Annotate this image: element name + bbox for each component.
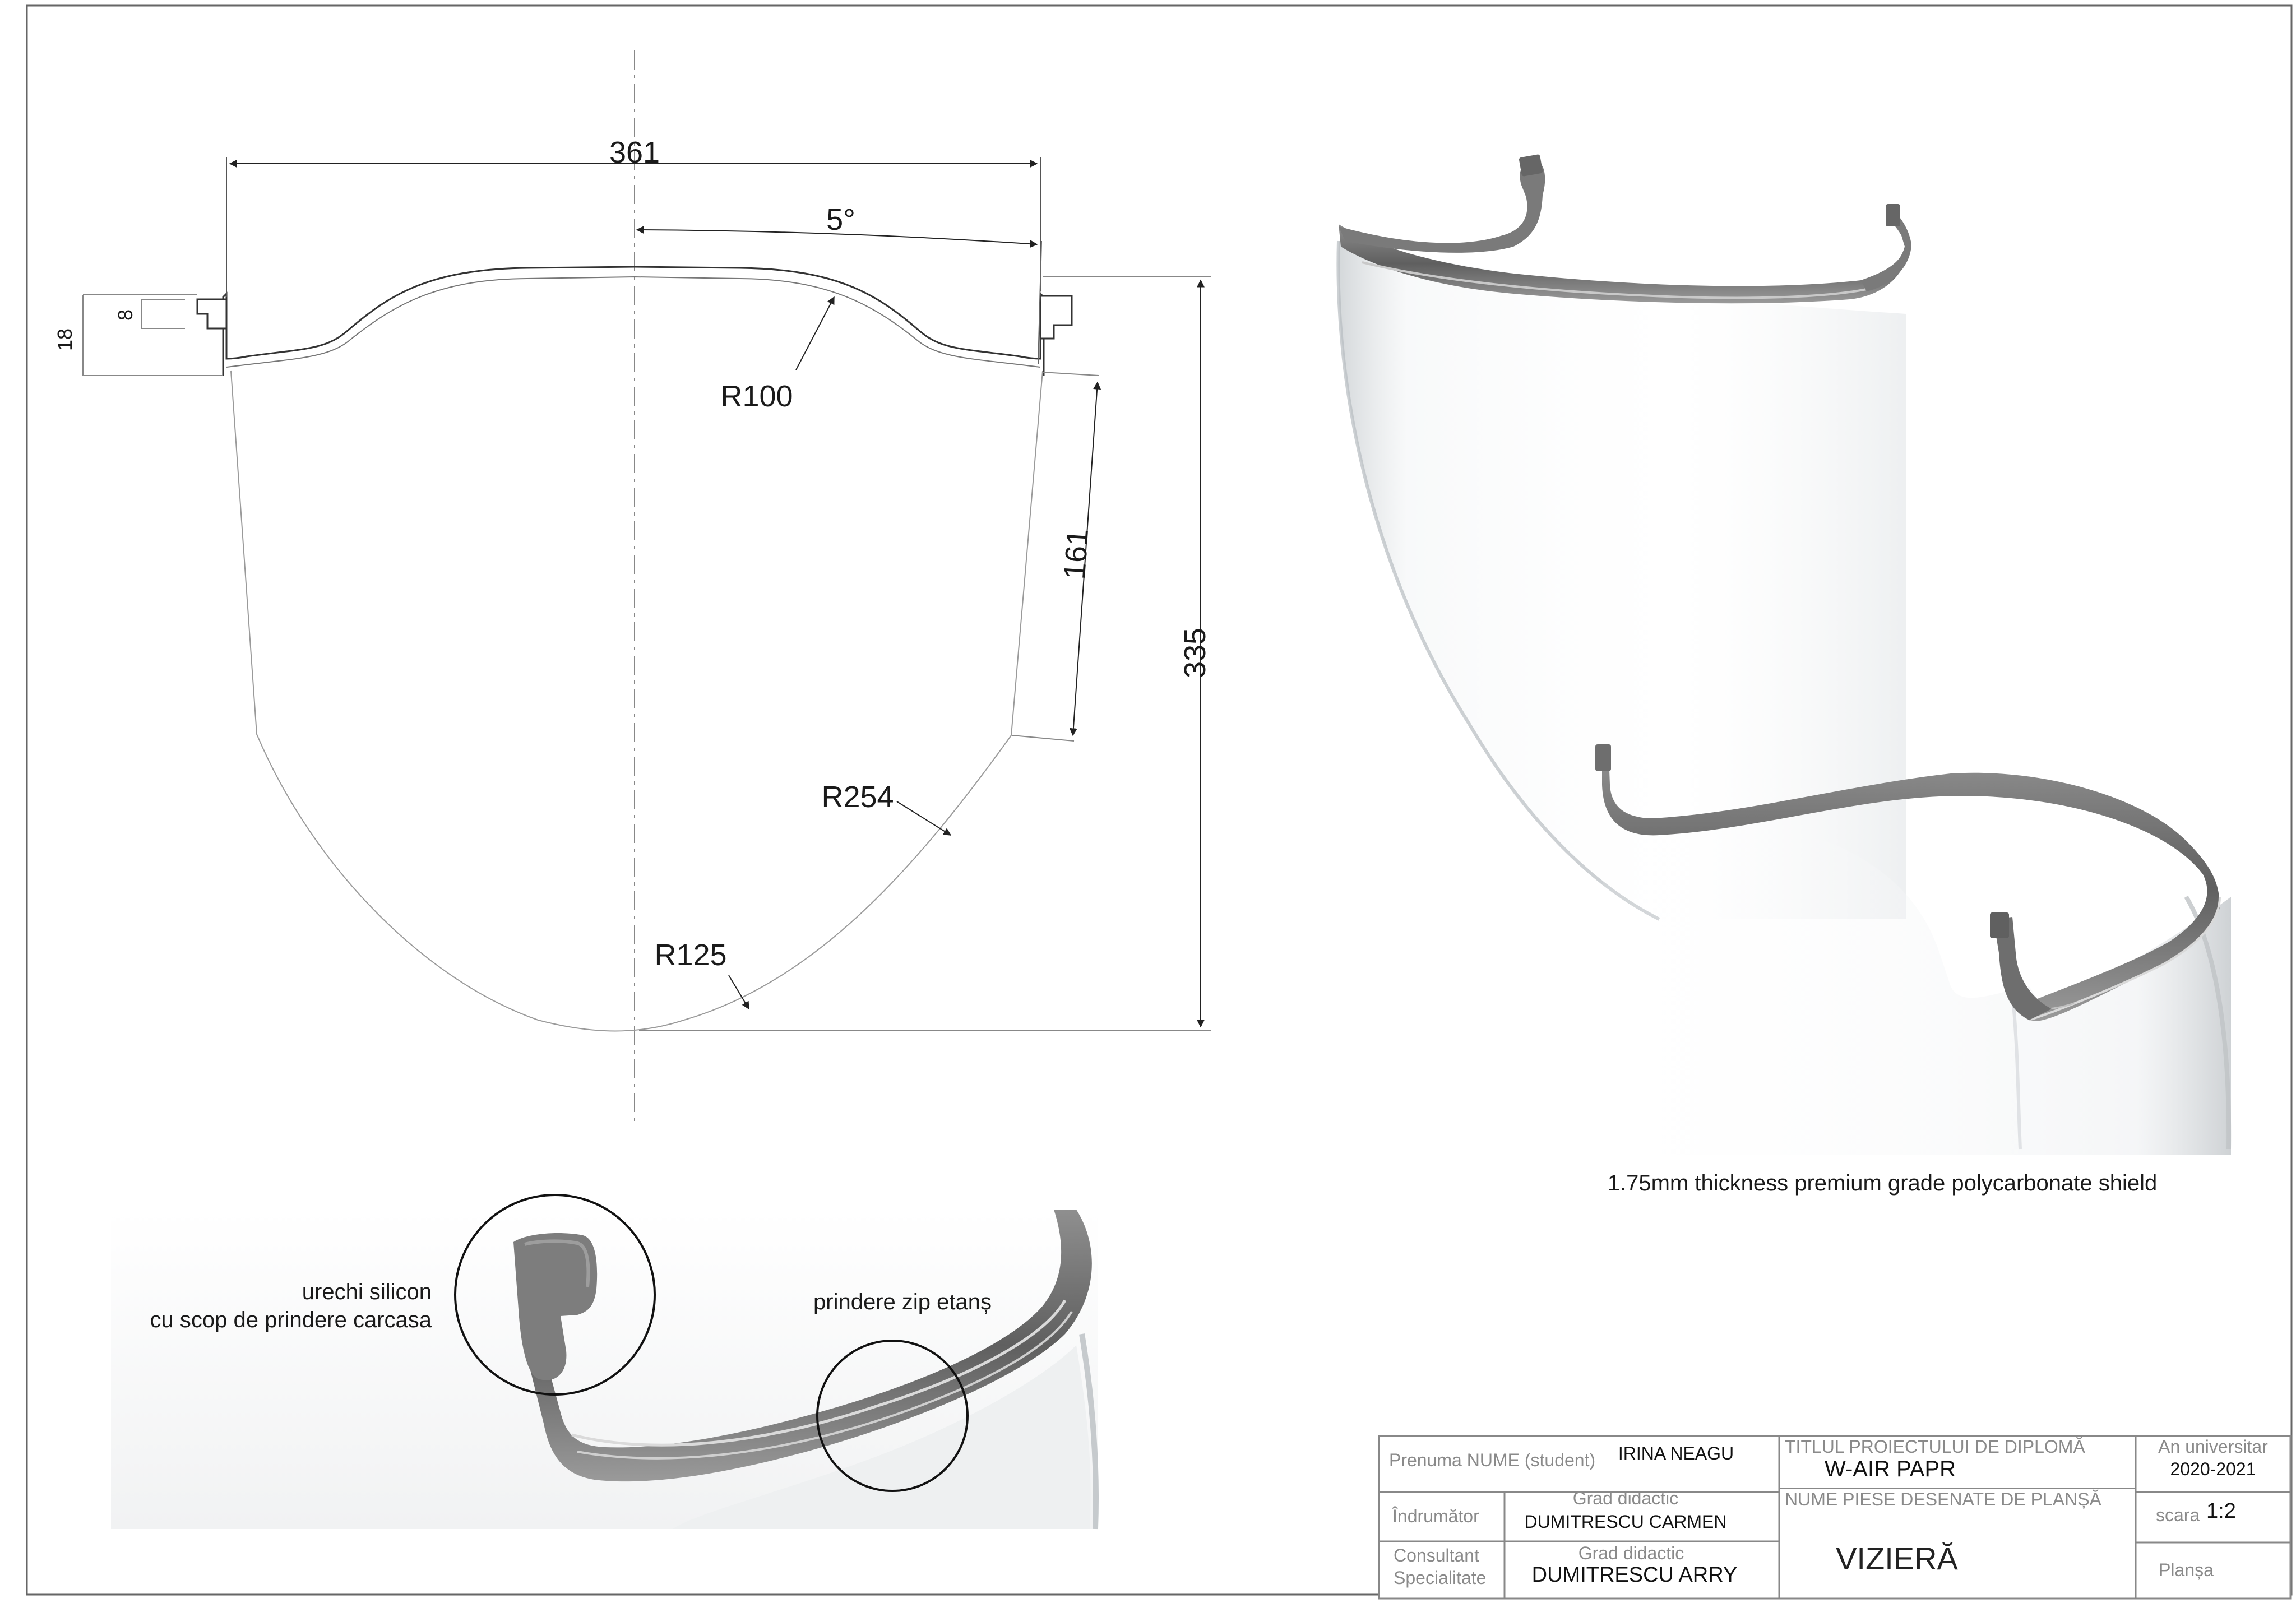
tb-sheet-label: Planșa (2159, 1560, 2214, 1580)
dim-r125-leader (728, 975, 749, 1010)
tb-parts-label: NUME PIESE DESENATE DE PLANȘĂ (1785, 1489, 2102, 1509)
dim-width: 361 (609, 136, 660, 169)
shield-surface (1338, 241, 1906, 919)
right-ear-tab (1861, 213, 1911, 291)
tb-consultant-grade-label: Grad didactic (1578, 1543, 1684, 1563)
tb-consultant-label-2: Specialitate (1394, 1568, 1486, 1588)
tb-student-name: IRINA NEAGU (1618, 1443, 1734, 1463)
shield-surface-front (1603, 812, 2231, 1155)
dim-tab-height: 18 (53, 328, 76, 351)
right-tab (1039, 295, 1073, 340)
silicone-ear-tab (513, 1233, 598, 1380)
dim-r254-leader (896, 801, 952, 836)
front-left-tab (1595, 744, 1611, 771)
tb-academic-year: 2020-2021 (2170, 1459, 2256, 1479)
tb-advisor-name: DUMITRESCU CARMEN (1525, 1512, 1727, 1532)
callout-circle-ear (454, 1194, 656, 1396)
dim-height: 335 (1178, 628, 1212, 678)
render-caption: 1.75mm thickness premium grade polycarbo… (1608, 1171, 2158, 1196)
shield-body-outline (230, 370, 1043, 1032)
visor-render-bottom (1595, 744, 2232, 1155)
dim-tab-inner: 8 (114, 309, 137, 321)
detail-view: urechi silicon cu scop de prindere carca… (111, 1194, 1099, 1530)
dim-side-line (1069, 381, 1101, 736)
callout-ear-line1: urechi silicon (302, 1280, 432, 1304)
tb-academic-year-label: An universitar (2158, 1437, 2268, 1457)
tb-advisor-label: Îndrumător (1392, 1506, 1479, 1526)
tb-consultant-name: DUMITRESCU ARRY (1532, 1563, 1738, 1587)
tb-student-label: Prenuma NUME (student) (1389, 1450, 1595, 1470)
tb-project-title: W-AIR PAPR (1825, 1457, 1956, 1481)
shield-rim-outline (222, 266, 1045, 376)
dim-radius-top: R100 (720, 379, 793, 413)
front-right-tab (1993, 917, 2052, 1020)
callout-circle-zip (816, 1340, 969, 1492)
dim-radius-bottom: R125 (654, 938, 726, 972)
dim-angle-arc (636, 226, 1038, 248)
detail-shield (673, 1345, 1091, 1529)
shield-rim-inner (226, 276, 1041, 368)
tb-part-name: VIZIERĂ (1836, 1541, 1958, 1576)
dim-radius-side: R254 (821, 780, 894, 814)
tb-scale-value: 1:2 (2206, 1499, 2236, 1523)
tb-project-title-label: TITLUL PROIECTULUI DE DIPLOMĂ (1785, 1437, 2085, 1457)
front-view: 361 5° 18 8 R100 161 335 R254 R125 (53, 50, 1212, 1124)
title-block: Prenuma NUME (student) IRINA NEAGU TITLU… (1378, 1435, 2292, 1600)
dim-angle: 5° (826, 203, 855, 237)
dim-r100-leader (795, 296, 835, 370)
tb-advisor-grade-label: Grad didactic (1573, 1488, 1679, 1508)
left-ear-tab (1339, 163, 1545, 253)
dim-side-length: 161 (1058, 528, 1095, 581)
visor-render-top (1336, 154, 1911, 921)
tb-scale-label: scara (2156, 1505, 2200, 1525)
rim-s-band (1602, 754, 2220, 1021)
left-tab (196, 298, 228, 330)
sheet-border (26, 4, 2293, 1596)
callout-ear-line2: cu scop de prindere carcasa (150, 1308, 432, 1332)
tb-consultant-label-1: Consultant (1394, 1545, 1479, 1565)
callout-zip: prindere zip etanș (813, 1290, 992, 1314)
